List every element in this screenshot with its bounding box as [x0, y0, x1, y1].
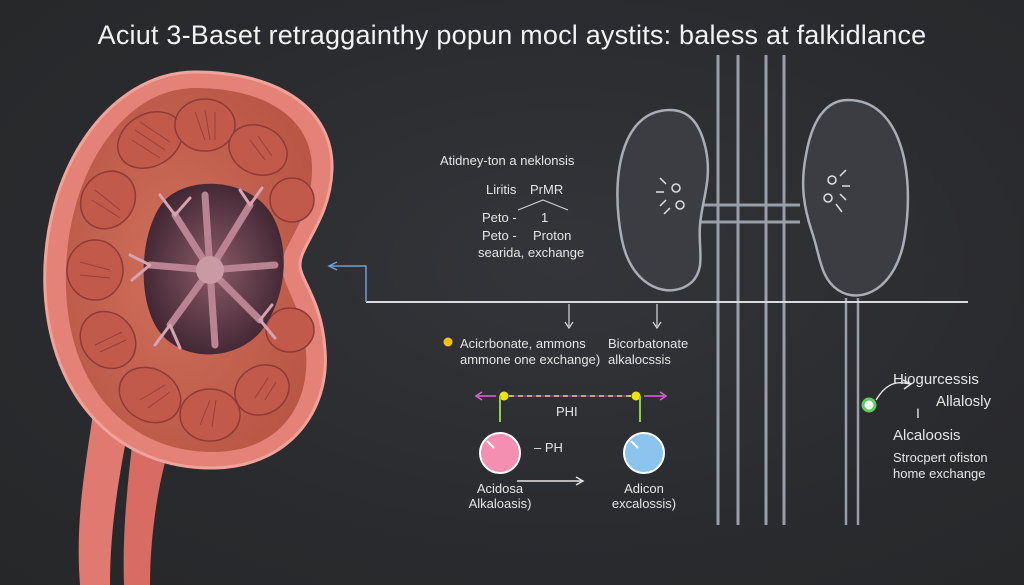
right-annotation-graphic — [861, 379, 913, 413]
label-liritis: Liritis — [486, 182, 517, 197]
pelvis-center — [196, 256, 224, 284]
label-alkaloasis: Alkaloasis) — [468, 496, 532, 511]
kidney-cross-section — [43, 70, 334, 585]
label-strocpert-ofiston: Strocpert ofiston — [893, 450, 988, 465]
junction-dot-right — [631, 391, 641, 401]
label-i-mark: I — [916, 405, 920, 421]
page-title: Aciut 3-Baset retraggainthy popun mocl a… — [97, 20, 927, 50]
center-heading: Atidney-ton a neklonsis — [440, 153, 575, 168]
connector-lines — [327, 199, 968, 330]
label-allalosly: Allalosly — [936, 393, 992, 410]
kidney-left-schematic — [616, 108, 710, 292]
label-prmr: PrMR — [530, 182, 564, 197]
acid-circle-icon — [479, 432, 521, 474]
label-alkalocssis: alkalocssis — [608, 352, 671, 367]
hilum-marks-left — [656, 177, 685, 215]
junction-dot-left — [499, 391, 509, 401]
label-hiogurcessis: Hiogurcessis — [893, 371, 979, 388]
green-ring-icon — [861, 397, 877, 413]
label-acicrbonate: Acicrbonate, ammons — [460, 336, 586, 351]
ureter-left — [78, 400, 130, 585]
label-ammone-exchange: ammone one exchange) — [460, 352, 601, 367]
label-acidosa: Acidosa — [476, 481, 524, 496]
ph-balance-graphic — [443, 337, 668, 486]
label-excalossis: excalossis) — [611, 496, 677, 511]
hilum-marks-right — [823, 169, 850, 213]
label-one: 1 — [541, 210, 549, 225]
label-peto-2: Peto - — [482, 228, 517, 243]
kidney-right-schematic — [801, 98, 910, 297]
label-searida-exchange: searida, exchange — [478, 245, 585, 260]
yellow-dot-icon — [443, 337, 453, 347]
label-adicon: Adicon — [624, 481, 664, 496]
label-phi: PHI — [556, 404, 578, 419]
label-bicorbatonate: Bicorbatonate — [608, 336, 689, 351]
label-home-exchange: home exchange — [893, 466, 986, 481]
label-proton: Proton — [533, 228, 572, 243]
label-alcaloosis: Alcaloosis — [893, 427, 961, 444]
schematic-kidneys — [616, 55, 910, 525]
label-peto-1: Peto - — [482, 210, 517, 225]
calyx-fine-branches — [128, 186, 277, 350]
pyramid-striations — [79, 109, 277, 428]
base-circle-icon — [623, 432, 665, 474]
label-ph: – PH — [534, 440, 563, 455]
